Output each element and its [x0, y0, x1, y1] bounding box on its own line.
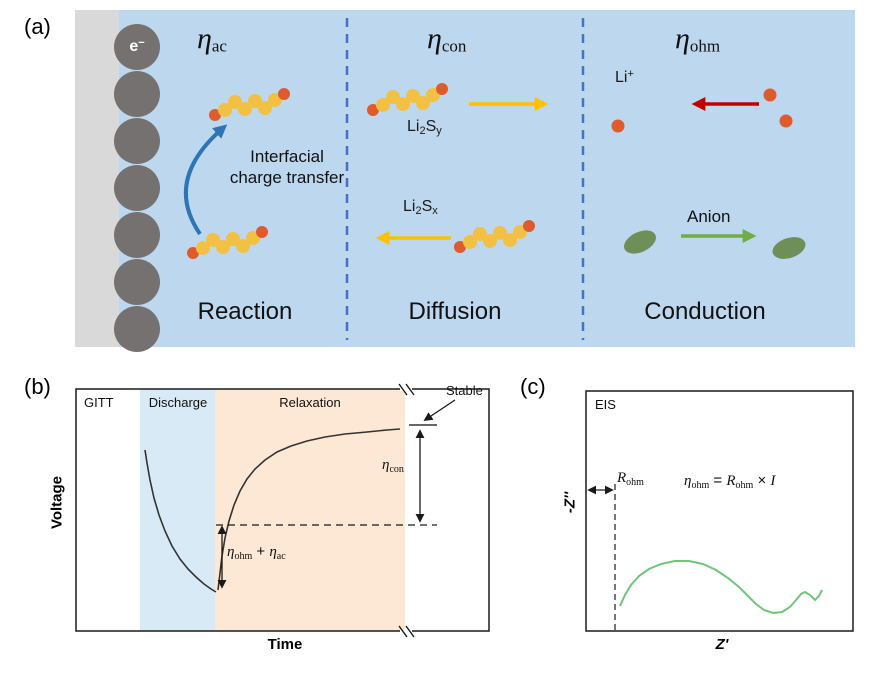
li-ion-label: Li+ [615, 68, 634, 86]
polysulfide-chain [454, 220, 535, 253]
eis-plot [585, 390, 854, 632]
anion-label: Anion [687, 207, 731, 226]
electrode-particles [114, 24, 160, 352]
anion-ellipse [772, 237, 806, 259]
section-diffusion-label: Diffusion [408, 298, 502, 325]
plot-frame [75, 388, 490, 632]
z-real-axis-label: Z' [715, 636, 729, 653]
panel-b-label: (b) [24, 374, 51, 399]
polysulfide-chain [367, 83, 448, 116]
time-axis-label: Time [267, 636, 303, 653]
z-imaginary-axis-label: -Z'' [561, 491, 579, 514]
stable-label: Stable [446, 383, 483, 398]
panel-a-label: (a) [24, 14, 51, 39]
electron-label: e− [129, 37, 145, 55]
voltage-axis-label: Voltage [48, 475, 66, 530]
panel-c-label: (c) [520, 374, 546, 399]
li2sy-label: Li2Sy [407, 118, 442, 137]
axis-break-marks [398, 383, 415, 638]
discharge-region [140, 389, 215, 631]
relaxation-region [215, 389, 405, 631]
gitt-plot [75, 383, 490, 638]
eis-label: EIS [595, 397, 616, 412]
li-ion-dot [611, 119, 625, 133]
section-conduction-label: Conduction [644, 298, 766, 325]
eta-con-label: ηcon [427, 22, 467, 56]
interfacial-charge-transfer-text: Interfacial charge transfer [229, 147, 345, 188]
anion-ellipse [624, 230, 656, 254]
stable-pointer-arrow [423, 399, 456, 421]
relaxation-label: Relaxation [279, 395, 341, 410]
polysulfide-chain [209, 88, 290, 121]
discharge-curve [144, 449, 217, 593]
nyquist-curve [619, 560, 823, 615]
eta-con-annotation: ηcon [382, 457, 404, 475]
charge-transfer-arrow [184, 124, 228, 236]
schematic-graphics [75, 10, 806, 352]
eta-ohm-ac-annotation: ηohm + ηac [227, 543, 286, 562]
section-reaction-label: Reaction [197, 298, 293, 325]
eta-ohm-label: ηohm [675, 22, 721, 56]
schematic-panel: e− ηac ηcon ηohm Interfacial charge tran… [75, 10, 855, 352]
plot-frame [585, 390, 854, 632]
li-ion-dot [779, 114, 793, 128]
discharge-label: Discharge [148, 395, 208, 410]
eta-ohm-equation: ηohm = Rohm × I [684, 472, 776, 491]
li2sx-label: Li2Sx [403, 198, 438, 217]
li-ion-dot [763, 88, 777, 102]
r-ohm-label: Rohm [617, 470, 644, 488]
electrode-strip [75, 10, 119, 347]
gitt-label: GITT [84, 395, 114, 410]
eta-ac-label: ηac [197, 22, 227, 56]
